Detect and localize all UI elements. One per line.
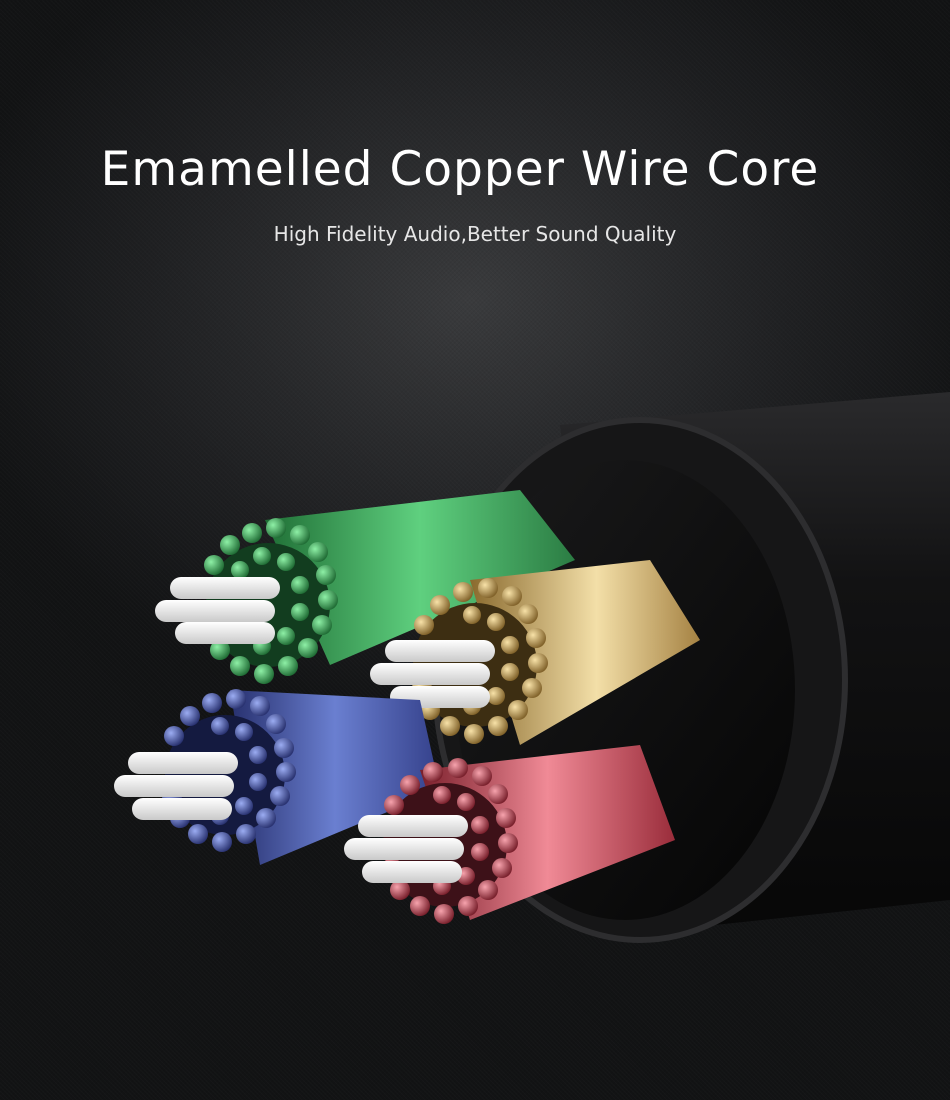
green-insulator-tips — [155, 577, 280, 644]
green-strand-bundle — [265, 490, 575, 665]
subheadline: High Fidelity Audio,Better Sound Quality — [273, 222, 677, 246]
red-insulator-tips — [344, 815, 468, 883]
red-strand-ends — [382, 758, 518, 924]
gold-insulator-tips — [370, 640, 495, 708]
blue-insulator-tips — [114, 752, 238, 820]
headline: Emamelled Copper Wire Core — [100, 142, 820, 197]
blue-strand-bundle — [230, 690, 440, 865]
